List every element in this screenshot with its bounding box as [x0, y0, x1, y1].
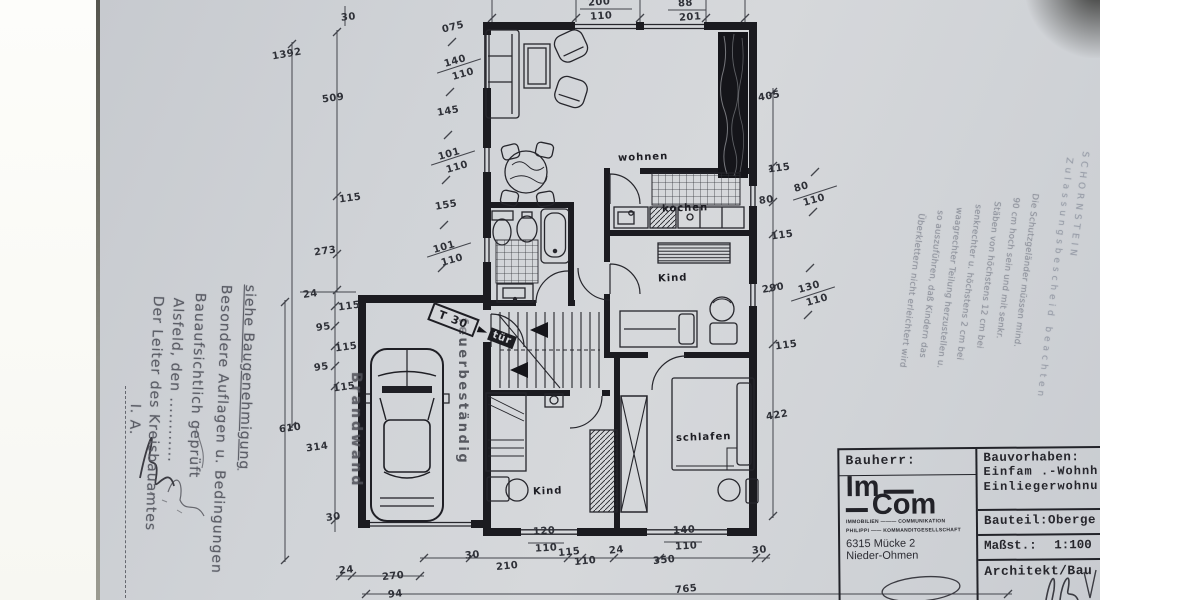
bauvorhaben-row: Bauvorhaben: Einfam .-Wohnh Einliegerwoh…	[977, 447, 1100, 512]
furniture	[485, 29, 759, 513]
address-line-2: Nieder-Ohmen	[846, 549, 919, 563]
massstab-value: 1:100	[1054, 538, 1092, 553]
dimension-lines	[280, 0, 1013, 599]
floor-plan-drawing	[139, 0, 1097, 600]
title-block-left-cell: Bauherr: Im Com IMMOBILIEN ——— COMMUNIKA…	[839, 449, 979, 600]
address-line-1: 6315 Mücke 2	[846, 537, 916, 551]
bauherr-label: Bauherr:	[845, 452, 916, 469]
margin-dotted-line	[125, 386, 126, 598]
car	[364, 348, 450, 522]
background-right	[1100, 0, 1200, 600]
logo-subline-2: PHILIPPI —— KOMMANDITGESELLSCHAFT	[845, 527, 961, 535]
massstab-row: Maßst.: 1:100	[978, 534, 1100, 562]
imcom-logo: Im Com IMMOBILIEN ——— COMMUNIKATION PHIL…	[845, 471, 971, 535]
walls	[358, 22, 757, 536]
signatures	[139, 427, 1097, 600]
logo-com: Com	[871, 488, 937, 521]
architekt-row: Architekt/Bau	[984, 563, 1093, 579]
brandwand-label: Brandwand	[348, 372, 364, 489]
address-circle-scribble	[881, 575, 961, 600]
stair-direction-arrow	[510, 362, 528, 378]
logo-subline-1: IMMOBILIEN ——— COMMUNIKATION	[845, 518, 946, 526]
bauteil-row: Bauteil:Oberge	[977, 509, 1100, 537]
chimney-strip	[718, 32, 748, 178]
windows	[370, 23, 756, 535]
feuerbestaendig-label: feuerbeständig	[455, 318, 470, 466]
corner-shadow	[1025, 0, 1100, 58]
stair-direction-arrow	[530, 322, 548, 338]
door-arcs	[490, 173, 687, 429]
title-block: Bauherr: Im Com IMMOBILIEN ——— COMMUNIKA…	[837, 445, 1100, 600]
bauvorhaben-line-1: Einfam .-Wohnh	[983, 463, 1099, 479]
bauvorhaben-label: Bauvorhaben:	[983, 450, 1080, 465]
logo-underline	[845, 507, 868, 513]
stairs	[497, 312, 600, 389]
bauvorhaben-line-2: Einliegerwohnu	[983, 478, 1099, 494]
title-block-right-cell: Bauvorhaben: Einfam .-Wohnh Einliegerwoh…	[977, 447, 1100, 600]
massstab-label: Maßst.:	[984, 538, 1037, 553]
background-left-sheet	[0, 0, 100, 600]
